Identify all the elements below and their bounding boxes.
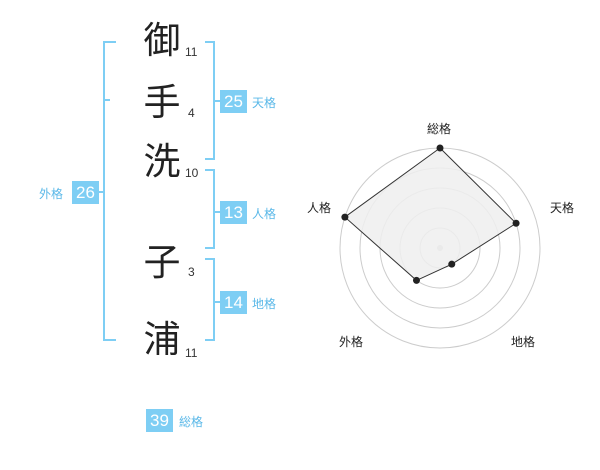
name-char-2: 手 [143,81,181,124]
stroke-count-2: 4 [188,106,195,120]
radar-point-3 [448,260,456,268]
radar-point-1 [436,144,444,152]
radar-axis-label-soukaku: 総格 [426,122,451,136]
gaikaku-bracket [98,41,116,341]
radar-chart [339,144,541,349]
tenkaku-value-badge: 25 [220,90,247,113]
gaikaku-value-badge: 26 [72,181,99,204]
radar-point-5 [341,213,349,221]
stroke-count-4: 3 [188,265,195,279]
soukaku-label: 総格 [179,415,204,429]
radar-point-4 [412,276,420,284]
chikaku-label: 地格 [252,297,277,311]
jinkaku-bracket [205,169,220,249]
chikaku-bracket [205,258,220,341]
radar-axis-label-jinkaku: 人格 [306,201,331,215]
stroke-count-1: 11 [185,45,198,59]
jinkaku-label: 人格 [252,207,277,221]
name-char-5: 浦 [143,318,181,361]
radar-point-2 [512,219,520,227]
soukaku-value-badge: 39 [146,409,173,432]
stroke-count-3: 10 [185,166,199,180]
bracket-lines [98,41,220,341]
stroke-count-5: 11 [185,346,198,360]
chikaku-value-badge: 14 [220,291,247,314]
jinkaku-value-badge: 13 [220,201,247,224]
gaikaku-label: 外格 [39,187,64,201]
tenkaku-label: 天格 [252,96,277,110]
name-char-4: 子 [143,241,181,284]
tenkaku-bracket [205,41,220,160]
name-char-3: 洗 [143,140,181,183]
radar-axis-label-gaikaku: 外格 [338,335,363,349]
radar-axis-label-chikaku: 地格 [510,335,535,349]
name-char-1: 御 [143,19,181,62]
radar-value-polygon [344,147,517,281]
radar-axis-label-tenkaku: 天格 [549,201,574,215]
